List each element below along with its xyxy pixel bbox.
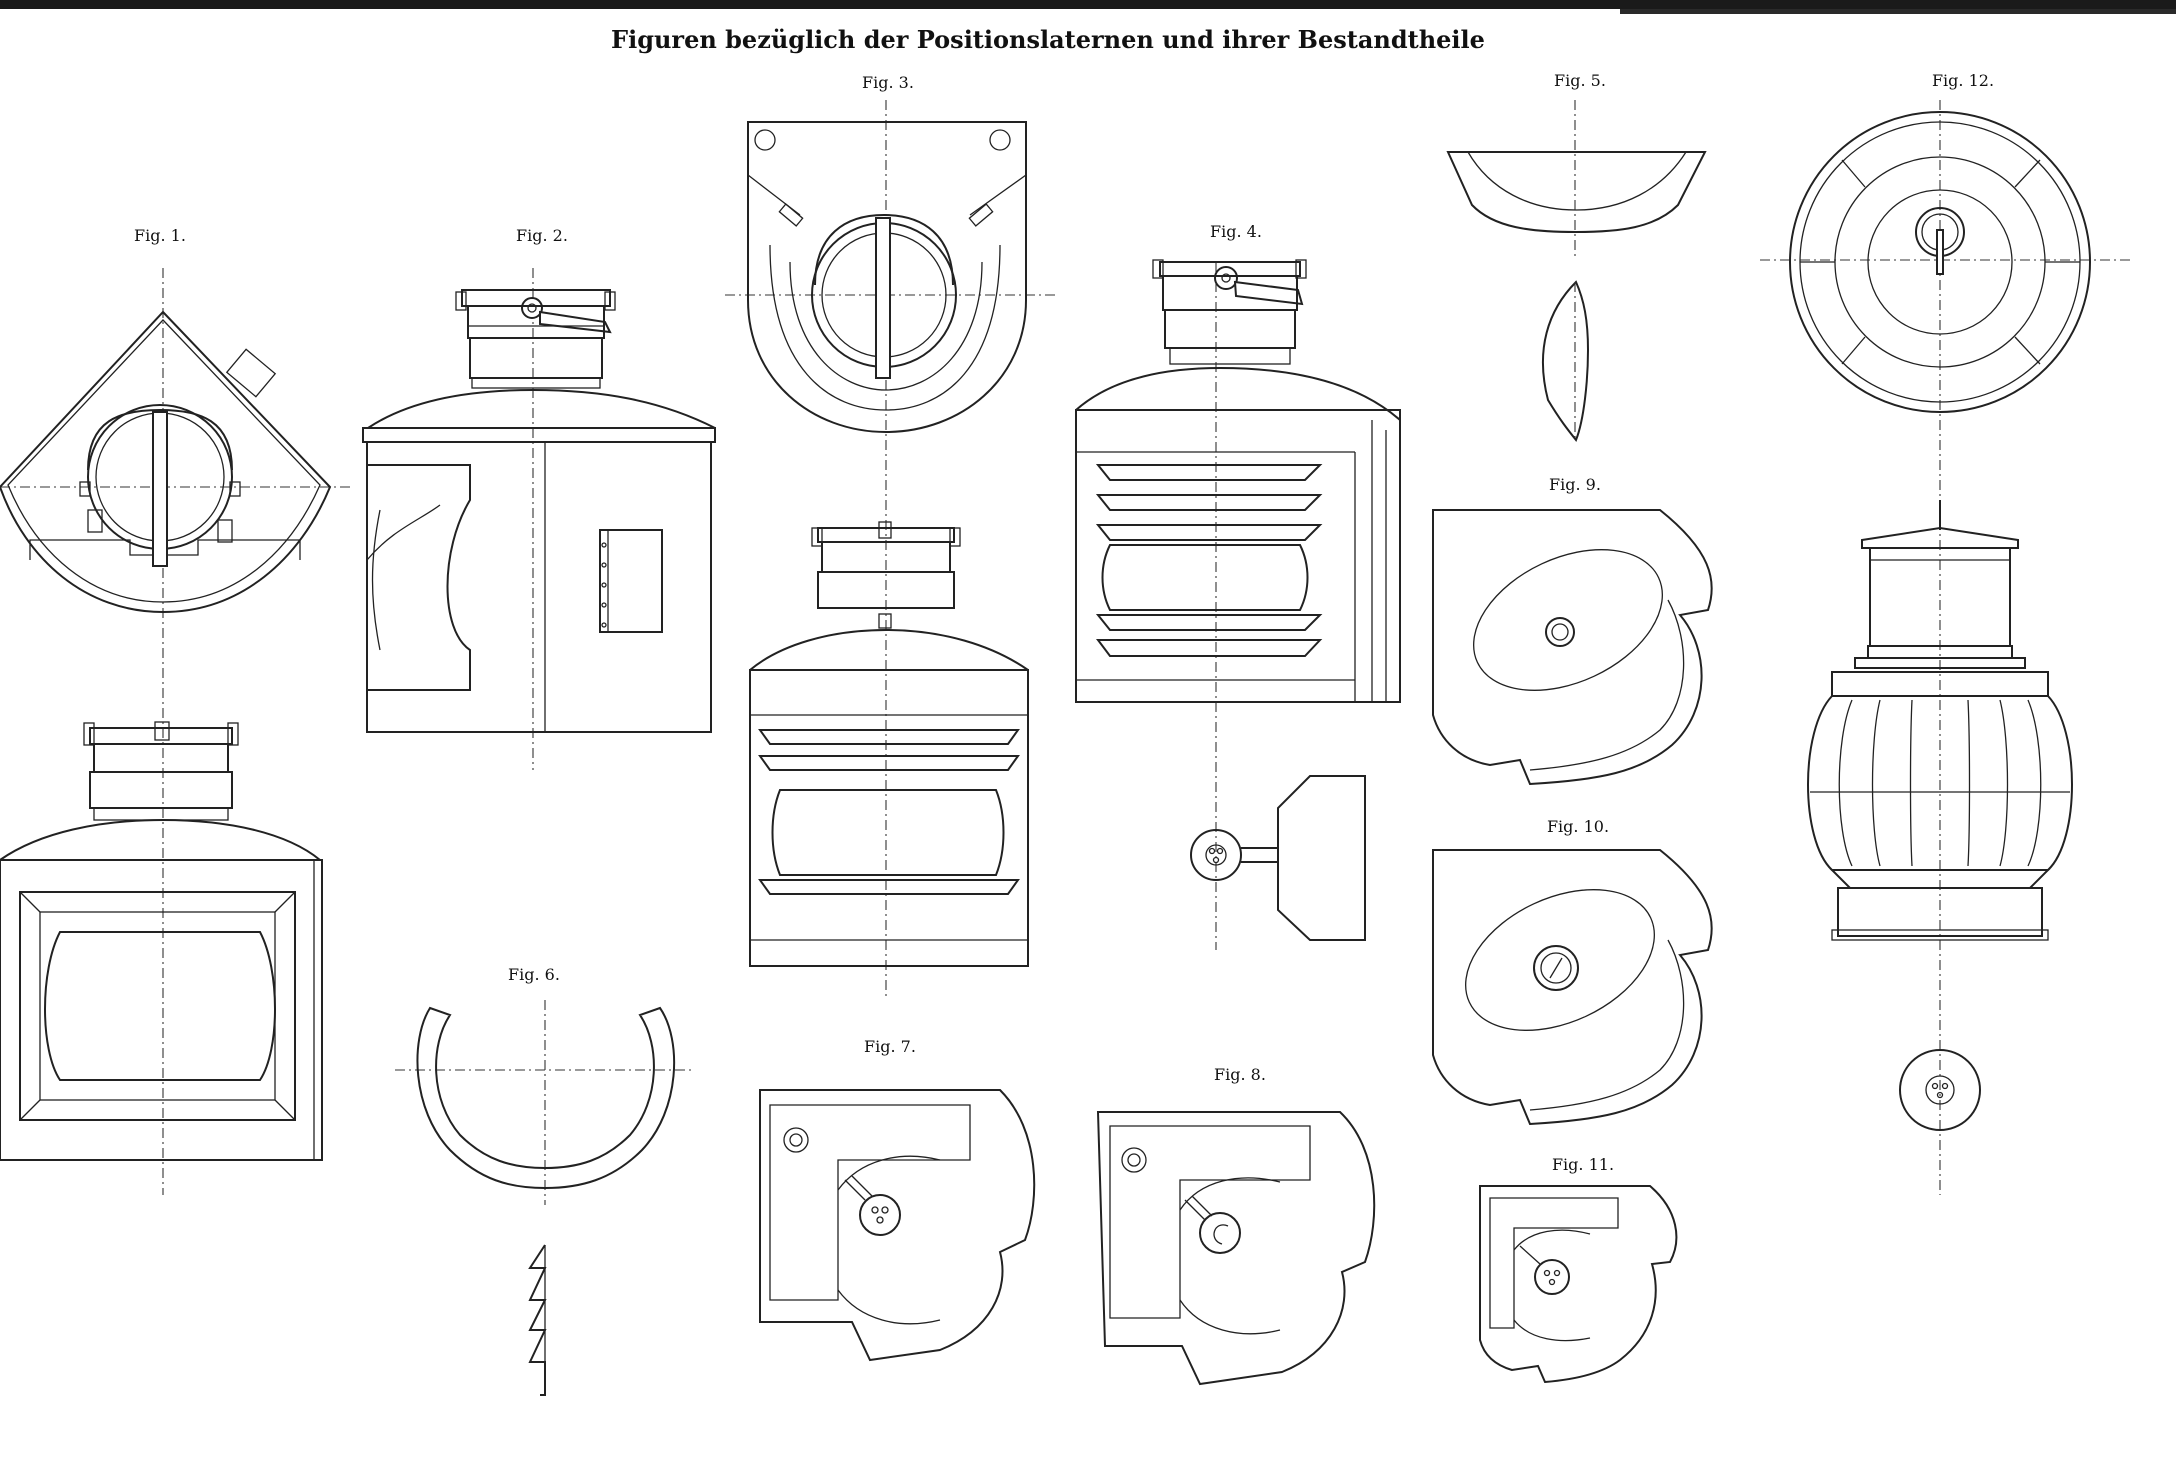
fig10-drawing [1432, 849, 1713, 1126]
fig3-label: Fig. 3. [862, 73, 914, 92]
fig8-label: Fig. 8. [1214, 1065, 1266, 1084]
fig5-label: Fig. 5. [1554, 71, 1606, 90]
fig3-drawing [725, 100, 1055, 1000]
fig1-label: Fig. 1. [134, 226, 186, 245]
fig9-drawing [1432, 509, 1713, 786]
fig5-drawing [1446, 100, 1707, 442]
fig11-label: Fig. 11. [1552, 1155, 1614, 1174]
fig2-drawing [362, 268, 716, 770]
plate-title: Figuren bezüglich der Positionslaternen … [611, 25, 1485, 54]
fig12-drawing [1760, 100, 2130, 1195]
fig4-label: Fig. 4. [1210, 222, 1262, 241]
fig11-drawing [1479, 1185, 1678, 1384]
fig2-label: Fig. 2. [516, 226, 568, 245]
fig6-label: Fig. 6. [508, 965, 560, 984]
fig12-label: Fig. 12. [1932, 71, 1994, 90]
fig4-drawing [1075, 259, 1401, 950]
fig7-drawing [759, 1089, 1036, 1362]
fig9-label: Fig. 9. [1549, 475, 1601, 494]
scan-top-border-right [1620, 9, 2176, 14]
fig10-label: Fig. 10. [1547, 817, 1609, 836]
fig1-drawing [0, 268, 350, 1195]
fig8-drawing [1096, 1111, 1376, 1386]
fig6-drawing [395, 1000, 695, 1396]
fig7-label: Fig. 7. [864, 1037, 916, 1056]
scan-top-border [0, 0, 2176, 9]
